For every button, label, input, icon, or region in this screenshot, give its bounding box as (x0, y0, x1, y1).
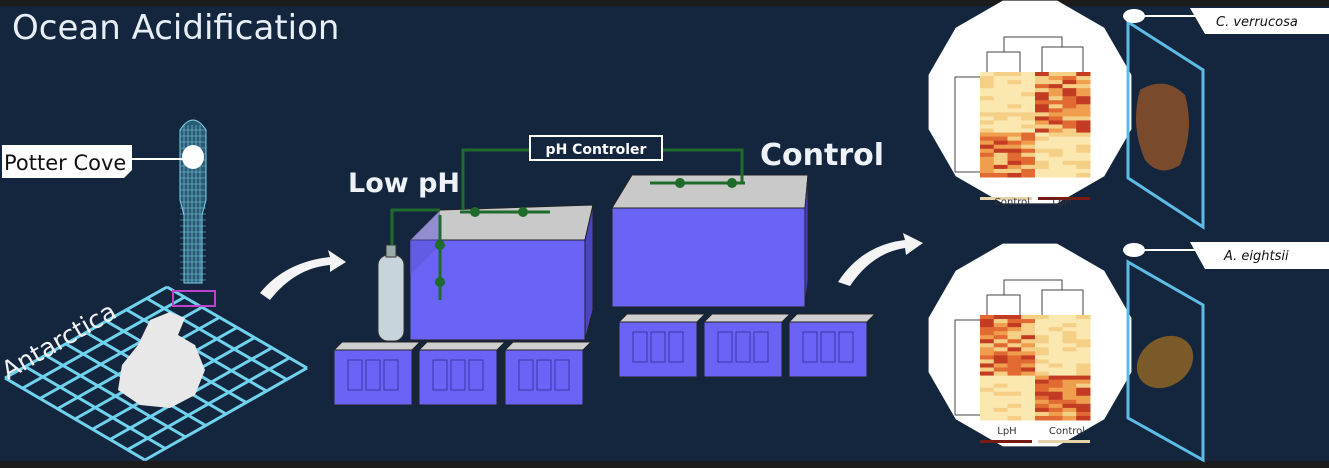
clam-image (1136, 335, 1194, 389)
control-label: Control (760, 138, 884, 173)
species-label-c-verrucosa: C. verrucosa (1216, 15, 1298, 30)
control-tank (611, 174, 809, 308)
heatmap-1-group-1: Control (994, 197, 1030, 208)
potter-cove-model (179, 119, 207, 284)
co2-tubing (390, 148, 745, 300)
heatmap-2-group-1: LpH (997, 426, 1016, 437)
flow-arrow-2 (838, 233, 923, 286)
specimen-frame-c-verrucosa: C. verrucosa (1123, 8, 1329, 230)
valves (435, 178, 737, 287)
ph-controller-label: pH Controler (546, 142, 647, 158)
low-ph-tank (408, 204, 594, 341)
heatmap-c-verrucosa (928, 0, 1132, 204)
species-label-a-eightsii: A. eightsii (1223, 249, 1289, 264)
ph-controller-box (529, 135, 663, 161)
bottom-bar (0, 461, 1329, 468)
sponge-image (1136, 83, 1189, 171)
low-ph-label: Low pH (348, 168, 460, 199)
heatmap-1-group-2: LpH (1052, 197, 1071, 208)
top-bar (0, 0, 1329, 6)
region-marker (172, 290, 216, 307)
heatmap-2-group-2: Control (1049, 426, 1085, 437)
heatmap-a-eightsii (928, 243, 1132, 447)
antarctica-map (118, 312, 205, 408)
gas-cylinder (377, 244, 405, 342)
location-marker (182, 145, 204, 169)
page-title: Ocean Acidification (12, 8, 339, 48)
potter-cove-label-box (2, 145, 132, 178)
flow-arrow-1 (260, 250, 346, 300)
specimen-frame-a-eightsii: A. eightsii (1123, 242, 1329, 463)
potter-cove-label: Potter Cove (4, 151, 126, 175)
small-tanks (332, 313, 877, 406)
